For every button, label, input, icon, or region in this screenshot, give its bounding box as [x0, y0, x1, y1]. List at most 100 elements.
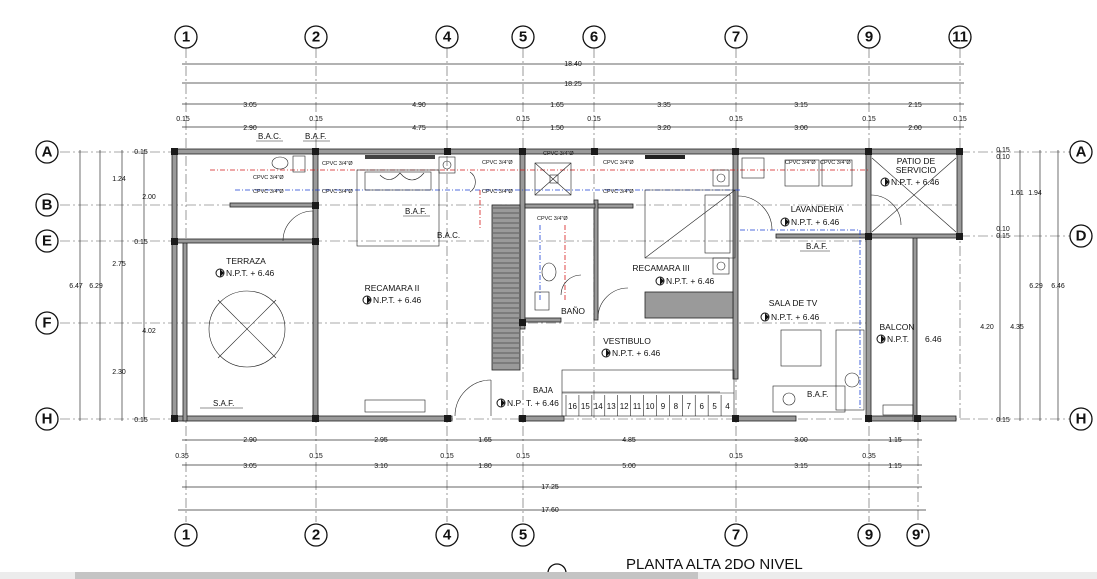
tag-bac: B.A.C. [258, 132, 281, 141]
dim-label: 17.25 [541, 484, 559, 491]
level-marker: N.P.T. + 6.46 [215, 268, 275, 278]
level-marker: N.P.T. + 6.46 [760, 312, 820, 322]
axis-label: 7 [732, 527, 740, 544]
axis-label: 4 [443, 527, 452, 544]
dim-label: 0.35 [862, 453, 876, 460]
level-marker: N.P.T. + 6.46 [780, 217, 840, 227]
axis-bubble: 1 [174, 25, 198, 49]
dim-label: 1.61 [1010, 190, 1024, 197]
dimensions-bottom: 2.90 2.95 1.65 4.85 3.00 1.15 0.35 0.15 … [175, 437, 926, 514]
axis-label: F [42, 315, 51, 332]
dim-label: 3.00 [794, 437, 808, 444]
axis-bubble: 6 [582, 25, 606, 49]
axis-bubble: E [35, 229, 59, 253]
dim-label: 0.15 [176, 116, 190, 123]
stair-step-number: 5 [712, 402, 717, 411]
laundry-fixtures [741, 157, 957, 233]
dim-label: 3.15 [794, 463, 808, 470]
axis-label: 2 [312, 527, 320, 544]
dim-label: 3.05 [243, 102, 257, 109]
dim-label: 4.85 [622, 437, 636, 444]
axis-bubble: 2 [304, 25, 328, 49]
axis-bubbles-top: 1 2 4 5 6 7 9 11 [174, 25, 972, 49]
svg-text:CPVC 3/4"Ø: CPVC 3/4"Ø [543, 151, 574, 157]
main-staircase [561, 369, 735, 417]
level-marker: N.P.T.6.46 [876, 334, 942, 344]
plumbing-lines [210, 169, 869, 410]
dimensions-top: 18.40 18.25 3.05 4.90 1.65 3.35 3.15 2.1… [176, 61, 967, 132]
axis-bubble: A [35, 140, 59, 164]
stair-step-number: 14 [594, 402, 603, 411]
dim-label: 0.15 [996, 233, 1010, 240]
dim-label: 1.65 [478, 437, 492, 444]
dim-label: 3.20 [657, 125, 671, 132]
stair-step-number: 9 [661, 402, 666, 411]
horizontal-scrollbar-thumb[interactable] [75, 572, 698, 579]
axis-bubble: 5 [511, 523, 535, 547]
axis-bubble: 9 [857, 25, 881, 49]
level-markers: N.P.T. + 6.46 N.P.T. + 6.46 N.P.T. + 6.4… [215, 177, 942, 408]
dimensions-left: 6.47 6.29 1.24 2.00 2.75 4.02 2.30 0.15 … [69, 149, 156, 424]
dim-label: 3.15 [794, 102, 808, 109]
svg-text:N.P.T.: N.P.T. [887, 334, 909, 344]
dim-label: 0.35 [175, 453, 189, 460]
stair-left [493, 207, 519, 364]
nightstands [438, 156, 730, 275]
axis-label: A [1076, 144, 1087, 161]
axis-label: 2 [312, 29, 320, 46]
dim-label: 1.94 [1028, 190, 1042, 197]
axis-label: 1 [182, 29, 190, 46]
plan-title: PLANTA ALTA 2DO NIVEL [626, 556, 803, 573]
dim-label: 2.15 [908, 102, 922, 109]
dim-label: 0.15 [729, 453, 743, 460]
svg-text:CPVC 3/4"Ø: CPVC 3/4"Ø [253, 189, 284, 195]
axis-label: H [42, 411, 53, 428]
walls [171, 148, 963, 422]
dim-label: 6.47 [69, 283, 83, 290]
dim-label: 1.65 [550, 102, 564, 109]
dim-label: 1.15 [888, 463, 902, 470]
level-marker: N.P.T. + 6.46 [362, 295, 422, 305]
dim-label: 2.00 [142, 194, 156, 201]
dim-label: 2.00 [908, 125, 922, 132]
room-label-lavanderia: LAVANDERIA [791, 204, 844, 214]
tag-baf: B.A.F. [405, 207, 426, 216]
svg-text:N.P.T. + 6.46: N.P.T. + 6.46 [373, 295, 422, 305]
svg-text:CPVC 3/4"Ø: CPVC 3/4"Ø [603, 189, 634, 195]
stair-step-number: 13 [607, 402, 616, 411]
dim-label: 17.60 [541, 507, 559, 514]
bed-recamara-3 [644, 189, 736, 259]
axis-bubble: B [35, 193, 59, 217]
dim-label: 2.90 [243, 437, 257, 444]
tag-baf: B.A.F. [305, 132, 326, 141]
room-label-sala: SALA DE TV [769, 298, 818, 308]
dim-label: 3.05 [243, 463, 257, 470]
dim-label: 2.30 [112, 369, 126, 376]
axis-bubble: H [1069, 407, 1093, 431]
axis-label: H [1076, 411, 1087, 428]
dim-label: 3.00 [794, 125, 808, 132]
grid-lines-vertical [185, 48, 961, 522]
svg-text:N.P: N.P [507, 398, 522, 408]
stair-step-number: 15 [581, 402, 590, 411]
svg-text:CPVC 3/4"Ø: CPVC 3/4"Ø [322, 161, 353, 167]
dim-label: 6.46 [1051, 283, 1065, 290]
dim-label: 18.25 [564, 81, 582, 88]
axis-label: B [42, 197, 53, 214]
svg-text:CPVC 3/4"Ø: CPVC 3/4"Ø [253, 175, 284, 181]
axis-bubble: 5 [511, 25, 535, 49]
dim-label: 0.15 [862, 116, 876, 123]
dimensions-right: 0.15 0.10 0.10 0.15 0.15 1.61 1.94 4.20 … [980, 147, 1065, 424]
room-label-recamara-2: RECAMARA II [365, 283, 420, 293]
dim-label: 0.15 [729, 116, 743, 123]
room-label-balcon: BALCON [880, 322, 915, 332]
dim-label: 2.90 [243, 125, 257, 132]
cpvc-tags: CPVC 3/4"Ø CPVC 3/4"Ø CPVC 3/4"Ø CPVC 3/… [253, 151, 851, 222]
dim-label: 4.02 [142, 328, 156, 335]
axis-bubble: 11 [948, 25, 972, 49]
svg-text:N.P.T. + 6.46: N.P.T. + 6.46 [771, 312, 820, 322]
dim-label: 0.10 [996, 226, 1010, 233]
room-label-bano: BAÑO [561, 306, 585, 316]
